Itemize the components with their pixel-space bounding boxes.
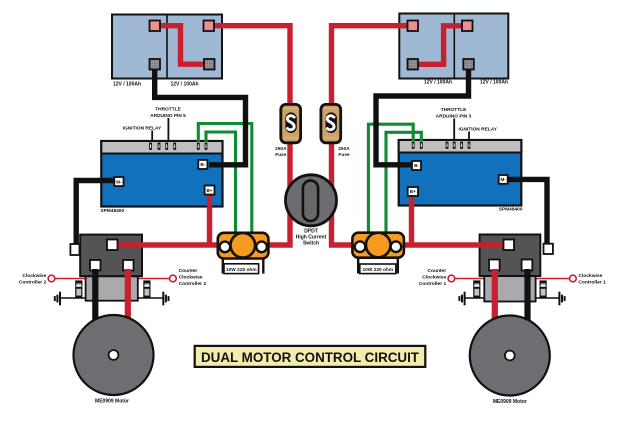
svg-text:ME0909 Motor: ME0909 Motor <box>95 399 129 405</box>
svg-text:Clockwise: Clockwise <box>422 275 446 281</box>
svg-text:12V / 100Ah: 12V / 100Ah <box>424 80 452 86</box>
svg-text:10W 220 ohm: 10W 220 ohm <box>362 267 393 273</box>
svg-text:M-: M- <box>116 179 122 184</box>
svg-text:250A: 250A <box>275 146 287 152</box>
svg-text:SPM48400: SPM48400 <box>100 208 124 214</box>
svg-text:Counter: Counter <box>427 268 446 274</box>
svg-text:B-: B- <box>414 163 419 168</box>
svg-text:Controller 1: Controller 1 <box>419 281 447 287</box>
svg-text:Controller 1: Controller 1 <box>578 280 606 286</box>
svg-text:ME0909 Motor: ME0909 Motor <box>493 399 527 405</box>
svg-text:ARDUINO PIN 5: ARDUINO PIN 5 <box>150 113 186 119</box>
svg-text:B-: B- <box>200 162 205 167</box>
svg-text:Clockwise: Clockwise <box>22 273 46 279</box>
svg-text:IGNITION RELAY: IGNITION RELAY <box>458 126 497 132</box>
svg-text:10W 220 ohm: 10W 220 ohm <box>226 267 257 273</box>
svg-text:Fuse: Fuse <box>338 152 350 158</box>
svg-text:IGNITION RELAY: IGNITION RELAY <box>123 125 162 131</box>
svg-text:THROTTLE: THROTTLE <box>441 107 467 113</box>
svg-text:THROTTLE: THROTTLE <box>155 107 181 113</box>
svg-text:Fuse: Fuse <box>275 152 287 158</box>
svg-text:M-: M- <box>501 177 507 182</box>
svg-text:12V / 100Ah: 12V / 100Ah <box>170 81 198 87</box>
svg-text:12V / 100Ah: 12V / 100Ah <box>113 81 141 87</box>
svg-text:B+: B+ <box>206 188 212 193</box>
svg-text:SPM48400: SPM48400 <box>499 207 523 213</box>
svg-text:Counter: Counter <box>179 268 198 274</box>
svg-text:ARDUINO PIN 3: ARDUINO PIN 3 <box>436 113 472 119</box>
svg-text:Clockwise: Clockwise <box>578 273 602 279</box>
svg-text:High Current: High Current <box>296 235 327 241</box>
svg-text:Clockwise: Clockwise <box>179 275 203 281</box>
svg-text:DPDT: DPDT <box>304 228 318 234</box>
svg-text:B+: B+ <box>410 189 416 194</box>
svg-text:DUAL MOTOR CONTROL CIRCUIT: DUAL MOTOR CONTROL CIRCUIT <box>201 350 420 365</box>
svg-text:Switch: Switch <box>303 241 319 247</box>
svg-text:Controller 2: Controller 2 <box>179 281 207 287</box>
svg-text:Controller 2: Controller 2 <box>19 280 47 286</box>
svg-text:12V / 100Ah: 12V / 100Ah <box>480 80 508 86</box>
svg-text:250A: 250A <box>338 146 350 152</box>
